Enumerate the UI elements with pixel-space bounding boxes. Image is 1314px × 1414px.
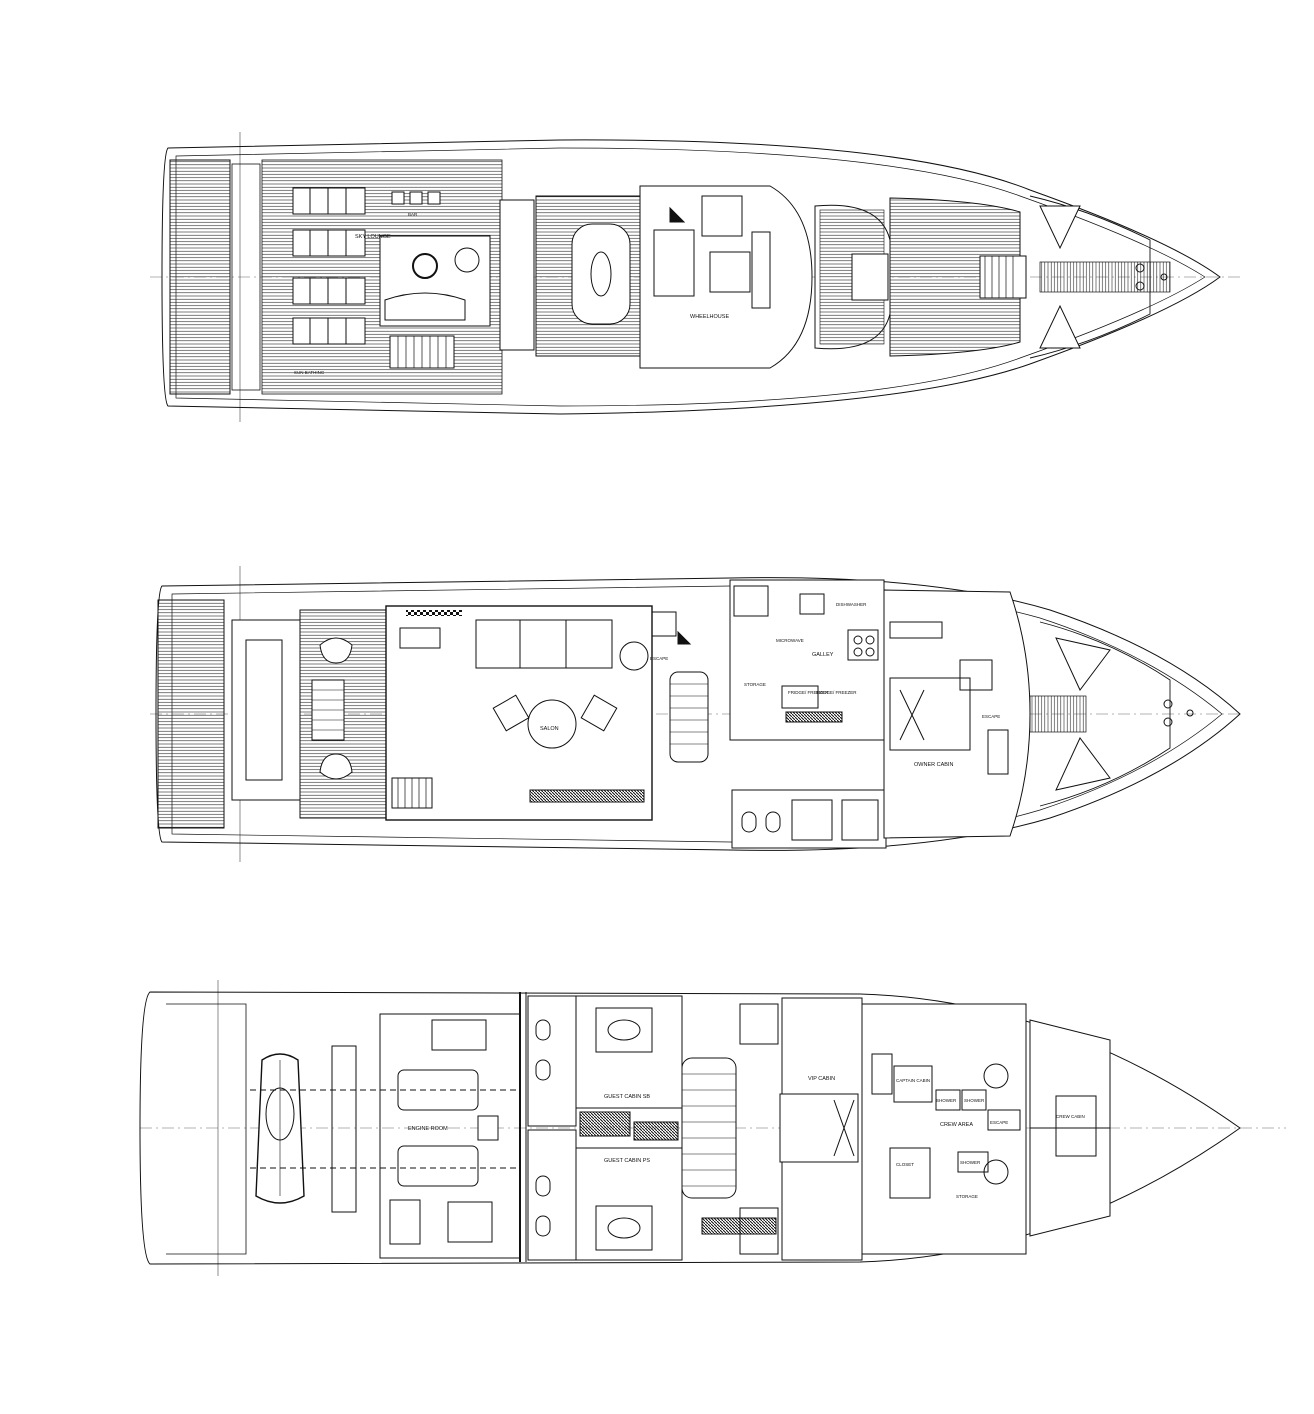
label-sunbathing: SUN BATHING	[294, 370, 325, 375]
engines	[397, 1019, 499, 1243]
label-sky-lounge: SKY LOUNGE	[355, 234, 391, 240]
label-shower-1: SHOWER	[936, 1098, 957, 1103]
label-owner-cabin: OWNER CABIN	[914, 762, 953, 768]
label-shower-2: SHOWER	[964, 1098, 985, 1103]
label-guest-cabin-ps: GUEST CABIN PS	[604, 1158, 650, 1164]
label-fridge-freezer-1: FRIDGE/ FREEZER	[788, 690, 829, 695]
label-dishwasher: DISHWASHER	[836, 602, 867, 607]
label-fridge-freezer-2: FRIDGE/ FREEZER	[816, 690, 857, 695]
label-crew-area: CREW AREA	[940, 1122, 973, 1128]
upper-hull-outline	[161, 139, 1221, 415]
label-escape-port: ESCAPE	[650, 656, 668, 661]
label-escape-fwd: ESCAPE	[982, 714, 1000, 719]
label-galley: GALLEY	[812, 652, 834, 658]
label-engine-room: ENGINE ROOM	[408, 1126, 448, 1132]
sunbeds	[292, 187, 366, 345]
label-crew-storage: STORAGE	[956, 1194, 978, 1199]
bar-stools	[391, 191, 441, 205]
label-captain-cabin: CAPTAIN CABIN	[896, 1078, 930, 1083]
main-deck-plan	[150, 566, 1241, 862]
label-closet: CLOSET	[896, 1162, 914, 1167]
label-crew-escape: ESCAPE	[990, 1120, 1008, 1125]
label-saloon: SALON	[540, 726, 559, 732]
label-guest-cabin-sb: GUEST CABIN SB	[604, 1094, 650, 1100]
label-crew-cabin: CREW CABIN	[1056, 1114, 1085, 1119]
label-vip-cabin: VIP CABIN	[808, 1076, 835, 1082]
saloon-armchairs	[492, 694, 618, 732]
label-wheelhouse: WHEELHOUSE	[690, 314, 729, 320]
label-bar: BAR	[408, 212, 418, 217]
lower-deck-plan	[139, 980, 1286, 1276]
label-galley-storage: STORAGE	[744, 682, 766, 687]
label-microwave: MICROWAVE	[776, 638, 804, 643]
label-shower-3: SHOWER	[960, 1160, 981, 1165]
upper-deck-plan	[150, 132, 1240, 422]
